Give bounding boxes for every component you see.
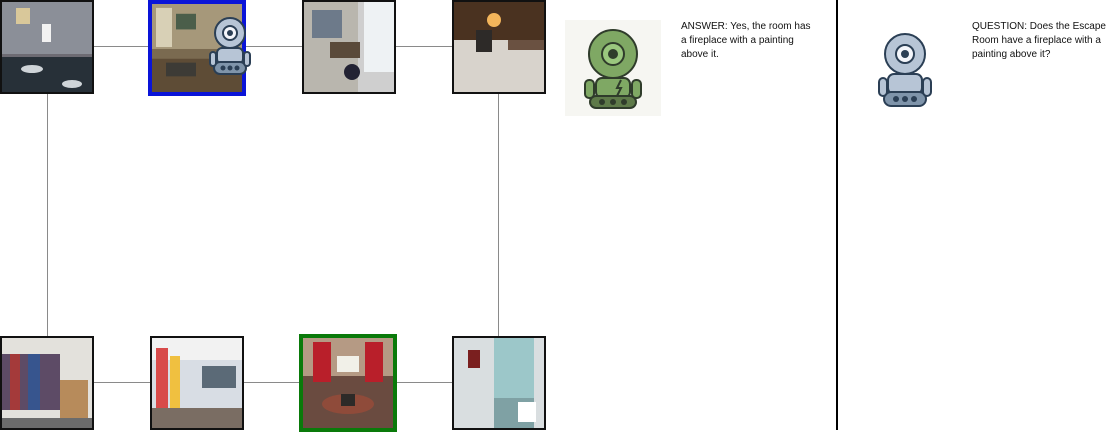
edge-escape-shower xyxy=(396,382,452,383)
room-bedroom[interactable] xyxy=(452,0,546,94)
answer-text: ANSWER: Yes, the room has a fireplace wi… xyxy=(681,21,811,60)
room-study[interactable] xyxy=(302,0,396,94)
room-shower[interactable] xyxy=(452,336,546,430)
edge-bathroom-livingroom xyxy=(94,46,152,47)
closet-photo xyxy=(2,338,92,428)
classroom-photo xyxy=(152,338,242,428)
blue-robot-icon xyxy=(878,33,932,107)
room-escape-room[interactable] xyxy=(299,334,397,432)
bedroom-photo xyxy=(454,2,544,92)
blue-robot-icon xyxy=(209,17,251,75)
edge-bathroom-closet xyxy=(47,94,48,336)
panel-divider xyxy=(836,0,838,430)
room-closet[interactable] xyxy=(0,336,94,430)
question-avatar xyxy=(872,30,938,110)
edge-livingroom-study xyxy=(246,46,302,47)
edge-bedroom-shower xyxy=(498,94,499,336)
green-robot-icon xyxy=(584,29,642,109)
agent-robot-icon xyxy=(205,14,255,78)
room-living-room[interactable] xyxy=(148,0,246,96)
edge-study-bedroom xyxy=(396,46,452,47)
edge-closet-classroom xyxy=(94,382,152,383)
room-bathroom[interactable] xyxy=(0,0,94,94)
answer-avatar-panel xyxy=(565,20,661,116)
room-classroom[interactable] xyxy=(150,336,244,430)
edge-classroom-escape xyxy=(244,382,302,383)
study-photo xyxy=(304,2,394,92)
shower-photo xyxy=(454,338,544,428)
question-text: QUESTION: Does the Escape Room have a fi… xyxy=(972,21,1106,60)
escape-room-photo xyxy=(303,338,393,428)
bathroom-photo xyxy=(2,2,92,92)
